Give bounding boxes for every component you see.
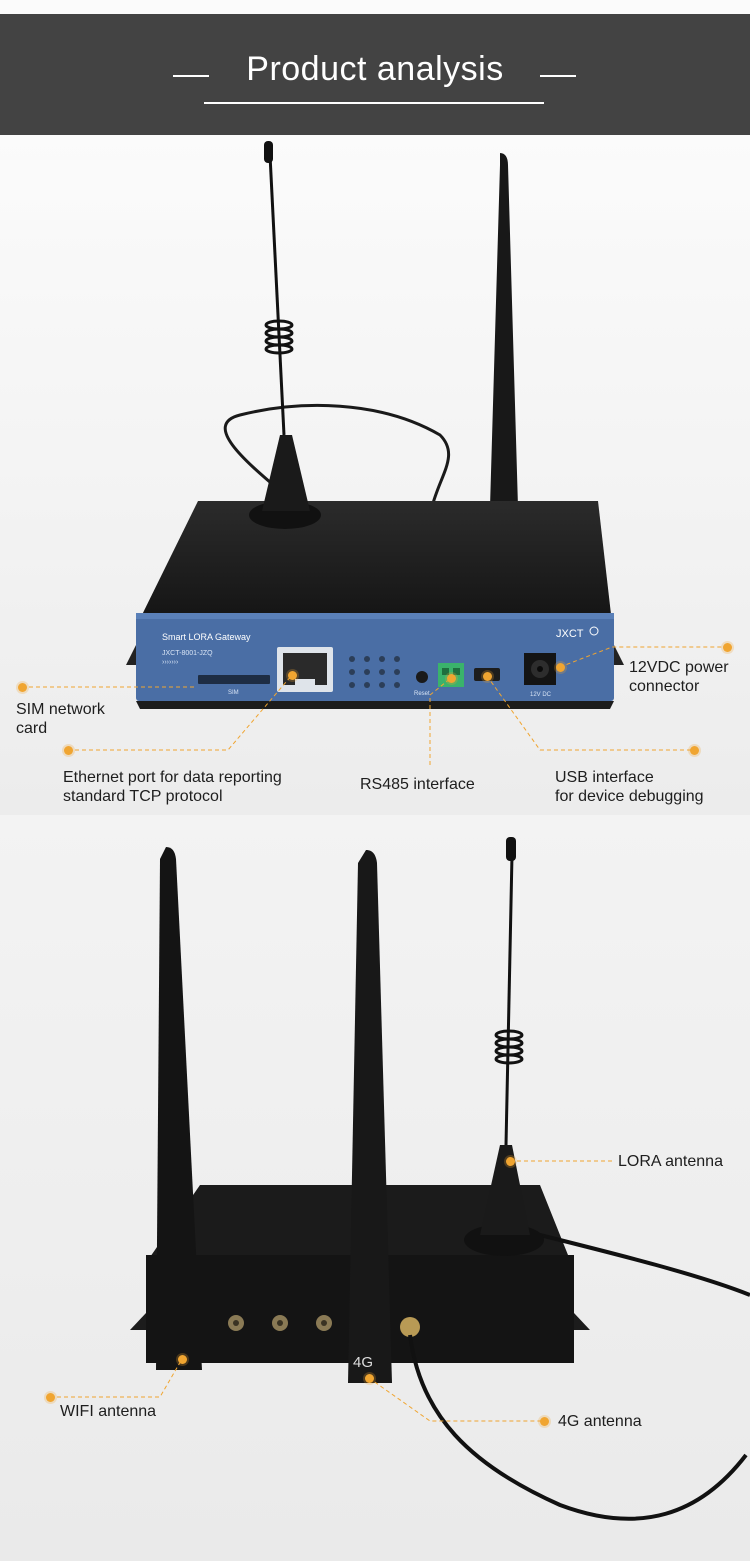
lora-sma-connector xyxy=(400,1317,420,1337)
callout-dot-wifi xyxy=(45,1392,55,1402)
callout-dot-ethernet xyxy=(63,745,73,755)
callout-dot-lora xyxy=(505,1156,515,1166)
page-title: Product analysis xyxy=(246,50,504,88)
callout-dot-rs485 xyxy=(446,673,456,683)
label-ethernet-line2: standard TCP protocol xyxy=(63,788,223,805)
label-4g-antenna: 4G antenna xyxy=(558,1413,642,1430)
callout-dot-usb-port xyxy=(482,671,492,681)
svg-text:12V DC: 12V DC xyxy=(530,692,552,698)
rear-view-illustration: 4G xyxy=(0,815,750,1561)
reset-button xyxy=(416,671,428,683)
device-logo-text: JXCT xyxy=(556,628,584,640)
device-model-text: JXCT-8001-JZQ xyxy=(162,650,213,657)
gateway-top xyxy=(138,501,612,623)
section-header: Product analysis xyxy=(0,14,750,135)
callout-dot-ethernet-port xyxy=(287,670,297,680)
callout-dot-4g-antenna xyxy=(364,1373,374,1383)
svg-text:Reset: Reset xyxy=(414,691,430,697)
header-right-dash xyxy=(540,75,576,77)
wifi-antenna-right xyxy=(490,153,518,507)
label-usb-line2: for device debugging xyxy=(555,788,704,805)
label-sim-network-card: SIM network card xyxy=(16,701,105,737)
lte-antenna xyxy=(348,850,392,1383)
label-power-line2: connector xyxy=(629,678,700,695)
callout-dot-4g xyxy=(539,1416,549,1426)
label-ethernet-line1: Ethernet port for data reporting xyxy=(63,769,282,786)
svg-text:›››››››: ››››››› xyxy=(162,659,179,666)
label-rs485: RS485 interface xyxy=(360,776,475,793)
callout-dot-power xyxy=(722,642,732,652)
antenna-4g-marking: 4G xyxy=(353,1354,373,1371)
front-view-photo: Smart LORA Gateway JXCT-8001-JZQ ›››››››… xyxy=(0,135,750,815)
callout-dot-wifi-antenna xyxy=(177,1354,187,1364)
label-lora-antenna: LORA antenna xyxy=(618,1153,723,1170)
label-wifi-antenna: WIFI antenna xyxy=(60,1403,157,1420)
callout-dot-power-jack xyxy=(555,662,565,672)
label-power-line1: 12VDC power xyxy=(629,659,729,676)
label-usb-line1: USB interface xyxy=(555,769,654,786)
rear-view-photo: 4G LORA antenna WIFI antenna 4G antenna xyxy=(0,815,750,1561)
device-brand-text: Smart LORA Gateway xyxy=(162,632,251,642)
header-underline xyxy=(204,102,544,104)
sim-slot xyxy=(198,675,270,684)
svg-text:SIM: SIM xyxy=(228,690,239,696)
callout-dot-usb xyxy=(689,745,699,755)
front-view-illustration: Smart LORA Gateway JXCT-8001-JZQ ›››››››… xyxy=(0,135,750,815)
wifi-antenna-left xyxy=(156,847,202,1370)
callout-dot-sim xyxy=(17,682,27,692)
header-left-dash xyxy=(173,75,209,77)
top-strip xyxy=(0,0,750,14)
